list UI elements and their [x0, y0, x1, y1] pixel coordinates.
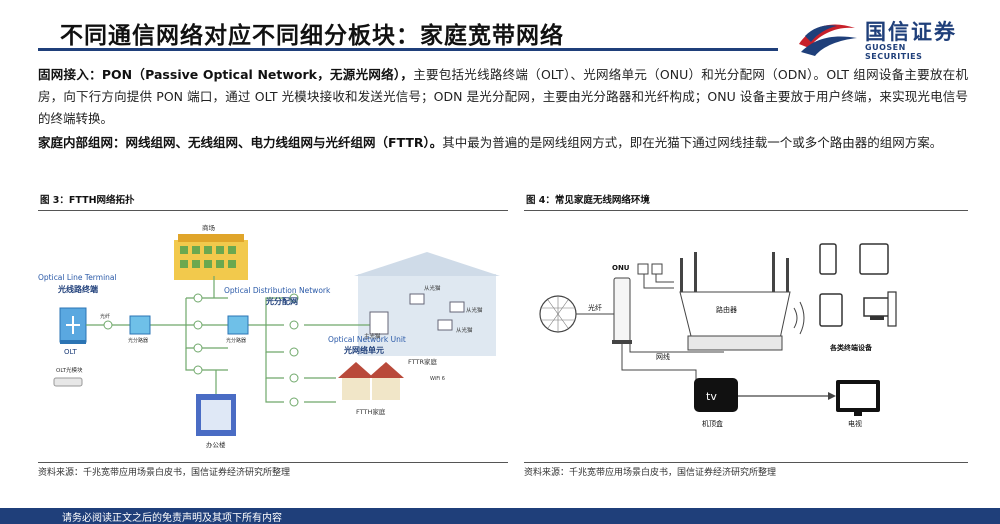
paragraph-pon-heading: 固网接入：PON（Passive Optical Network，无源光网络）， — [38, 67, 414, 82]
figure3-bottom-rule — [38, 462, 508, 463]
olt-label: OLT — [64, 348, 77, 356]
fiber-lines — [86, 276, 370, 403]
olt-module-label: OLT光模块 — [56, 366, 83, 374]
figure4-source: 资料来源：千兆宽带应用场景白皮书，国信证券经济研究所整理 — [524, 468, 777, 478]
logo-emblem-icon — [799, 24, 857, 56]
page-title: 不同通信网络对应不同细分板块：家庭宽带网络 — [60, 23, 564, 49]
footer-bar: 请务必阅读正文之后的免责声明及其项下所有内容 — [0, 508, 1000, 524]
onu-label: ONU — [612, 264, 630, 272]
splitter-label-1: 光分路器 — [128, 337, 148, 344]
cable-lines — [576, 272, 724, 382]
onu-cn-label: 光网络单元 — [343, 345, 384, 355]
sub-gateway-label-3: 从光猫 — [456, 326, 473, 334]
odn-cn-label: 光分配网 — [265, 296, 298, 306]
olt-en-label: Optical Line Terminal — [38, 273, 117, 282]
home-wireless-diagram: tv ONU 光纤 路由器 网线 各类终端设备 机顶盒 电视 — [539, 243, 897, 428]
devices-label: 各类终端设备 — [829, 343, 873, 352]
sub-gateway-label-2: 从光猫 — [466, 306, 483, 314]
figure3-heading: 图 3：FTTH网络拓扑 — [40, 195, 135, 206]
tv-icon — [836, 380, 880, 416]
paragraph-home-network: 家庭内部组网：网线组网、无线组网、电力线组网与光纤组网（FTTR）。其中最为普遍… — [38, 132, 968, 154]
set-top-box-label: 机顶盒 — [702, 419, 723, 428]
fttr-home-label: FTTR家庭 — [408, 357, 437, 366]
fiber-label: 光纤 — [100, 313, 110, 320]
office-building — [196, 394, 236, 436]
title-rule — [38, 48, 778, 51]
ftth-home-houses — [338, 362, 404, 400]
splitter-icons — [129, 315, 249, 335]
logo-text-cn: 国信证券 — [865, 20, 957, 44]
figure3-top-rule — [38, 210, 508, 211]
wifi-label: WiFi 6 — [430, 376, 445, 382]
fiber-globe-icon — [539, 295, 577, 333]
company-logo: 国信证券 GUOSEN SECURITIES — [795, 14, 965, 61]
sub-gateway-label-1: 从光猫 — [424, 284, 441, 292]
onu-device-icon — [612, 277, 632, 344]
paragraph-home-body: 其中最为普遍的是网线组网方式，即在光猫下通过网线挂载一个或多个路由器的组网方案。 — [442, 135, 943, 150]
paragraph-pon: 固网接入：PON（Passive Optical Network，无源光网络），… — [38, 64, 968, 130]
router-label: 路由器 — [716, 305, 737, 314]
olt-device-icon — [59, 307, 87, 344]
stb-to-tv-arrow — [738, 392, 836, 400]
paragraph-home-heading: 家庭内部组网：网线组网、无线组网、电力线组网与光纤组网（FTTR）。 — [38, 135, 443, 150]
cable-label: 网线 — [656, 352, 670, 361]
figure4-top-rule — [524, 210, 968, 211]
router-device-icon — [679, 252, 791, 351]
odn-en-label: Optical Distribution Network — [224, 286, 331, 295]
figure3-source: 资料来源：千兆宽带应用场景白皮书，国信证券经济研究所整理 — [38, 468, 291, 478]
mall-building — [174, 234, 248, 280]
set-top-box-screen-label: tv — [706, 390, 717, 403]
mall-label: 商场 — [202, 223, 216, 232]
ftth-topology-diagram: Optical Line Terminal 光线路终端 OLT OLT光模块 商… — [38, 223, 500, 449]
ftth-home-label: FTTH家庭 — [356, 407, 386, 416]
main-gateway-label: 主光猫 — [364, 332, 381, 340]
footer-disclaimer: 请务必阅读正文之后的免责声明及其项下所有内容 — [62, 513, 282, 524]
terminal-devices-icons — [819, 243, 897, 327]
fiber-label: 光纤 — [588, 303, 602, 312]
figure4-heading: 图 4：常见家庭无线网络环境 — [526, 195, 650, 206]
tv-label: 电视 — [848, 419, 862, 428]
logo-text-en: GUOSEN SECURITIES — [865, 43, 923, 61]
set-top-box-icon — [694, 378, 738, 412]
wall-port-icons — [637, 263, 663, 275]
figure4-bottom-rule — [524, 462, 968, 463]
olt-module-icon — [53, 377, 83, 387]
fttr-gateway-icons — [369, 293, 465, 335]
wifi-signal-icon — [793, 301, 805, 335]
olt-cn-label: 光线路终端 — [57, 284, 98, 294]
paragraph-pon-body: 主要包括光线路终端（OLT）、光网络单元（ONU）和光分配网（ODN）。OLT … — [38, 67, 968, 126]
fiber-connector-icons — [103, 293, 299, 407]
office-label: 办公楼 — [206, 440, 226, 449]
onu-en-label: Optical Network Unit — [328, 335, 406, 344]
splitter-label-2: 光分路器 — [226, 337, 246, 344]
